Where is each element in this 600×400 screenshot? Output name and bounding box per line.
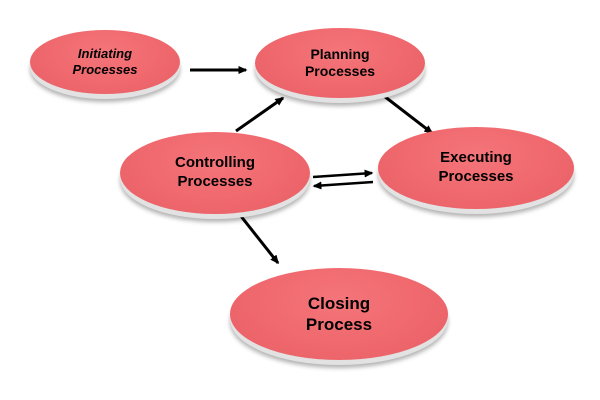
- node-controlling-label: Controlling Processes: [175, 154, 255, 190]
- arrow-planning-to-executing: [383, 94, 434, 135]
- arrow-controlling-to-executing: [312, 169, 374, 179]
- node-planning-processes: Planning Processes: [255, 28, 425, 98]
- node-closing-label: Closing Process: [305, 293, 373, 334]
- node-controlling-processes: Controlling Processes: [120, 132, 310, 214]
- arrow-controlling-to-closing: [238, 214, 280, 265]
- node-initiating-label: Initiating Processes: [72, 45, 138, 77]
- arrow-executing-to-controlling: [312, 180, 374, 190]
- node-planning-label: Planning Processes: [304, 45, 376, 80]
- node-closing-process: Closing Process: [230, 268, 448, 360]
- arrow-controlling-to-planning: [235, 96, 285, 133]
- node-initiating-processes: Initiating Processes: [30, 30, 180, 94]
- node-executing-processes: Executing Processes: [378, 127, 574, 209]
- node-executing-label: Executing Processes: [438, 149, 514, 185]
